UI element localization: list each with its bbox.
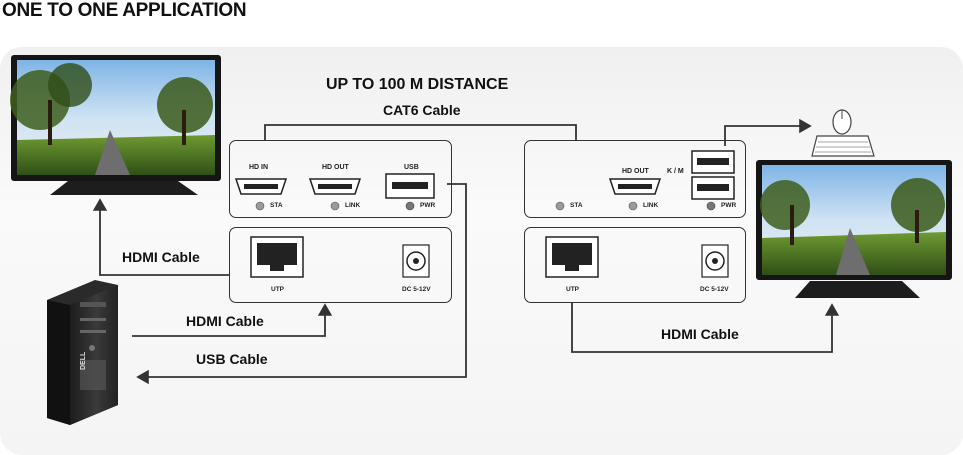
rx-utp-label: UTP <box>566 286 579 293</box>
receiver-rear-panel <box>524 227 746 303</box>
hdmi-cable-receiver-label: HDMI Cable <box>661 326 739 342</box>
tx-pwr-led-label: PWR <box>420 202 436 209</box>
hdmi-line-pc <box>132 303 333 337</box>
receiver-top-ports <box>555 150 735 211</box>
cat6-cable-label: CAT6 Cable <box>383 102 461 118</box>
pc-tower <box>47 280 118 425</box>
rx-link-led-label: LINK <box>643 202 659 209</box>
transmitter-bottom-ports <box>250 236 430 278</box>
rx-sta-led-label: STA <box>570 202 583 209</box>
page-title: ONE TO ONE APPLICATION <box>2 0 247 21</box>
tx-usb-label: USB <box>404 164 419 171</box>
tx-hd-in-label: HD IN <box>249 164 269 171</box>
tx-sta-led-label: STA <box>270 202 283 209</box>
transmitter-top-ports <box>234 173 435 211</box>
hdmi-line-display <box>92 198 229 276</box>
receiver-bottom-ports <box>545 236 729 278</box>
cat6-cable-line <box>264 124 577 140</box>
distance-label: UP TO 100 M DISTANCE <box>326 76 509 93</box>
tx-dc-label: DC 5-12V <box>402 286 431 293</box>
receiver-front-panel <box>524 140 746 218</box>
transmitter-rear-panel <box>229 227 452 303</box>
rx-pwr-led-label: PWR <box>721 202 737 209</box>
usb-line <box>136 183 467 385</box>
rx-dc-label: DC 5-12V <box>700 286 729 293</box>
hdmi-cable-display-label: HDMI Cable <box>122 249 200 265</box>
pc-brand-logo-text: DELL <box>80 351 87 370</box>
transmitter-front-panel <box>229 140 452 218</box>
rx-km-label: K / M <box>667 168 684 175</box>
left-tv <box>10 55 221 195</box>
tx-hd-out-label: HD OUT <box>322 164 349 171</box>
hdmi-cable-pc-label: HDMI Cable <box>186 313 264 329</box>
rx-hd-out-label: HD OUT <box>622 168 649 175</box>
usb-cable-label: USB Cable <box>196 351 268 367</box>
km-line <box>724 118 812 146</box>
tx-link-led-label: LINK <box>345 202 361 209</box>
right-tv <box>756 160 952 298</box>
mouse-keyboard <box>811 109 875 157</box>
hdmi-line-receiver <box>571 303 840 353</box>
tx-utp-label: UTP <box>271 286 284 293</box>
